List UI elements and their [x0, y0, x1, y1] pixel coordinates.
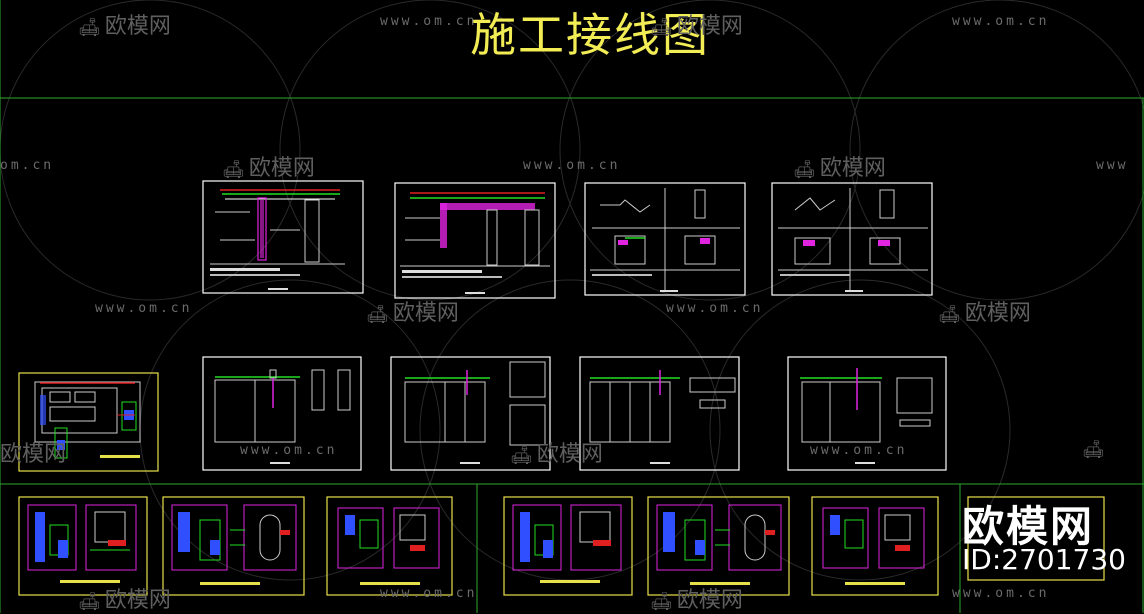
watermark-url: www.om.cn [95, 301, 193, 316]
watermark-logo: 🛋欧模网 [222, 156, 315, 181]
sheet-panel-6 [811, 496, 939, 596]
sheet-door-3 [579, 356, 740, 471]
sofa-icon: 🛋 [650, 591, 673, 612]
watermark-url: www.om.cn [952, 14, 1050, 29]
watermark-url: om.cn [0, 158, 55, 173]
sheet-section-4 [771, 182, 933, 296]
sheet-panel-1 [18, 496, 148, 596]
sheet-panel-5 [647, 496, 790, 596]
watermark-logo: 🛋欧模网 [793, 156, 886, 181]
watermark-url: www.om.cn [952, 586, 1050, 601]
sheet-row-3 [18, 496, 1105, 596]
sheet-section-3 [584, 182, 746, 296]
sofa-icon: 🛋 [793, 159, 816, 180]
sheet-section-1 [202, 180, 364, 294]
watermark-url: www.om.cn [666, 301, 764, 316]
sheet-section-2 [394, 182, 556, 299]
watermark-url: www.om.cn [810, 443, 908, 458]
sofa-icon: 🛋 [222, 159, 245, 180]
watermark-logo: 🛋 [1082, 436, 1109, 461]
watermark-logo: 🛋欧模网 [78, 14, 171, 39]
watermark-url: www.om.cn [380, 14, 478, 29]
sofa-icon: 🛋 [1082, 439, 1105, 460]
brand-logo: 欧模网 [962, 502, 1095, 551]
watermark-logo: 🛋欧模网 [650, 14, 743, 39]
sheet-panel-3 [326, 496, 453, 596]
sofa-icon: 🛋 [366, 304, 389, 325]
watermark-logo: 🛋欧模网 [366, 301, 459, 326]
sofa-icon: 🛋 [650, 17, 673, 38]
brand-id: ID:2701730 [962, 543, 1126, 576]
watermark-url: www [1096, 158, 1129, 173]
watermark-logo: 欧模网 [0, 442, 67, 467]
sheet-door-4 [787, 356, 947, 471]
sheet-door-2 [390, 356, 551, 471]
watermark-logo: 🛋欧模网 [78, 588, 171, 613]
sheet-row-1 [202, 180, 933, 299]
watermark-url: www.om.cn [240, 443, 338, 458]
sheet-floor-plan [18, 372, 159, 472]
watermark-url: www.om.cn [523, 158, 621, 173]
sofa-icon: 🛋 [510, 445, 533, 466]
watermark-url: www.om.cn [380, 586, 478, 601]
drawing-title: 施工接线图 [470, 8, 710, 62]
watermark-arcs [0, 0, 1144, 581]
watermark-logo: 🛋欧模网 [510, 442, 603, 467]
sheet-panel-4 [503, 496, 633, 596]
sofa-icon: 🛋 [938, 304, 961, 325]
sofa-icon: 🛋 [78, 17, 101, 38]
watermark-logo: 🛋欧模网 [938, 301, 1031, 326]
sofa-icon: 🛋 [78, 591, 101, 612]
watermark-logo: 🛋欧模网 [650, 588, 743, 613]
sheet-door-1 [202, 356, 362, 471]
sheet-panel-2 [162, 496, 305, 596]
sheet-row-2 [18, 356, 947, 472]
sheet-panel-7 [967, 496, 1105, 581]
